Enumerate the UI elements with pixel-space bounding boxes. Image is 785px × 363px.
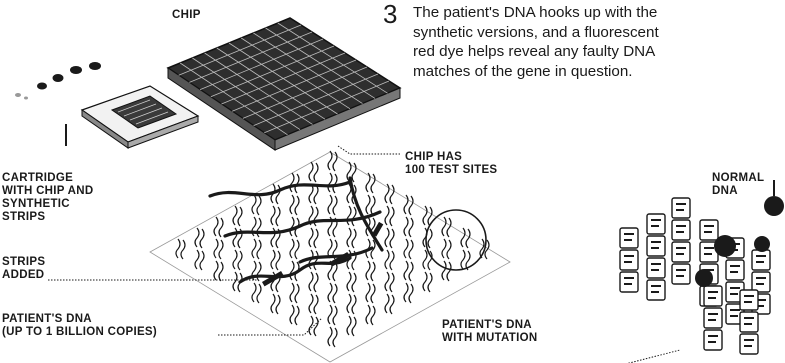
label-patient-dna-mutation: PATIENT'S DNA WITH MUTATION	[442, 319, 537, 345]
label-chip: CHIP	[172, 9, 201, 22]
step-caption-line: synthetic versions, and a fluorescent	[413, 23, 778, 43]
label-patient-dna: PATIENT'S DNA (UP TO 1 BILLION COPIES)	[2, 313, 157, 339]
label-cartridge: CARTRIDGE WITH CHIP AND SYNTHETIC STRIPS	[2, 172, 93, 224]
label-strips-added: STRIPS ADDED	[2, 256, 45, 282]
step-number: 3	[383, 1, 397, 27]
step-caption-line: matches of the gene in question.	[413, 62, 778, 82]
label-normal-dna: NORMAL DNA	[712, 172, 764, 198]
bead-dots	[15, 62, 101, 100]
label-chip-sites: CHIP HAS 100 TEST SITES	[405, 151, 497, 177]
step-caption-line: red dye helps reveal any faulty DNA	[413, 42, 778, 62]
step-caption: The patient's DNA hooks up with the synt…	[413, 3, 778, 81]
chip-graphic	[168, 18, 400, 150]
cartridge-graphic	[82, 86, 198, 148]
step-caption-line: The patient's DNA hooks up with the	[413, 3, 778, 23]
dna-fragments-graphic	[620, 180, 784, 354]
